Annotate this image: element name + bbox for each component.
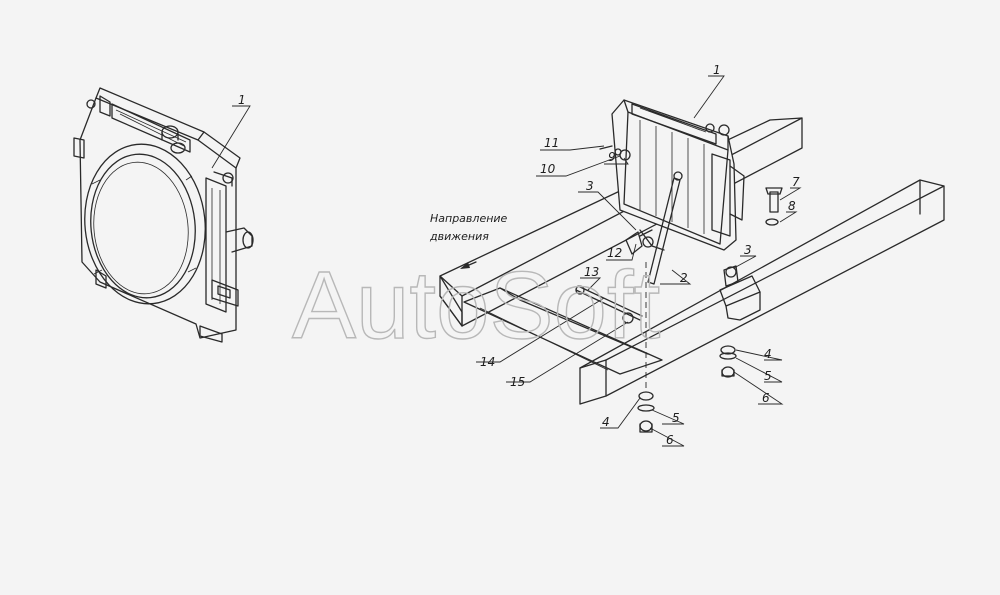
direction-note: Направление движения — [429, 212, 508, 243]
callout-label: 15 — [510, 375, 525, 389]
callout-labels: 1 1 11 10 9 3 12 13 2 14 15 7 8 3 4 5 6 … — [238, 63, 800, 447]
callout-label: 6 — [762, 391, 770, 405]
callout-label: 12 — [607, 246, 622, 260]
callout-label: 5 — [764, 369, 772, 383]
watermark: AutoSoft — [292, 252, 660, 359]
direction-arrow — [460, 261, 477, 269]
callout-label: 2 — [680, 271, 688, 285]
callout-label: 9 — [608, 150, 616, 164]
radiator-front-view — [73, 87, 254, 343]
callout-label: 7 — [792, 175, 800, 189]
callout-label: 4 — [764, 347, 772, 361]
leader-lines — [211, 75, 802, 447]
callout-label: 5 — [672, 411, 680, 425]
callout-label: 6 — [666, 433, 674, 447]
callout-label: 3 — [744, 243, 752, 257]
direction-note-line1: Направление — [430, 212, 508, 225]
callout-label: 4 — [602, 415, 610, 429]
callout-label: 8 — [788, 199, 796, 213]
callout-label: 1 — [713, 63, 721, 77]
callout-label: 1 — [238, 93, 246, 107]
callout-label: 13 — [584, 265, 599, 279]
callout-label: 14 — [480, 355, 495, 369]
callout-label: 3 — [586, 179, 594, 193]
callout-label: 11 — [544, 136, 559, 150]
callout-label: 10 — [540, 162, 556, 176]
radiator-installed — [575, 99, 783, 433]
direction-note-line2: движения — [429, 230, 489, 243]
